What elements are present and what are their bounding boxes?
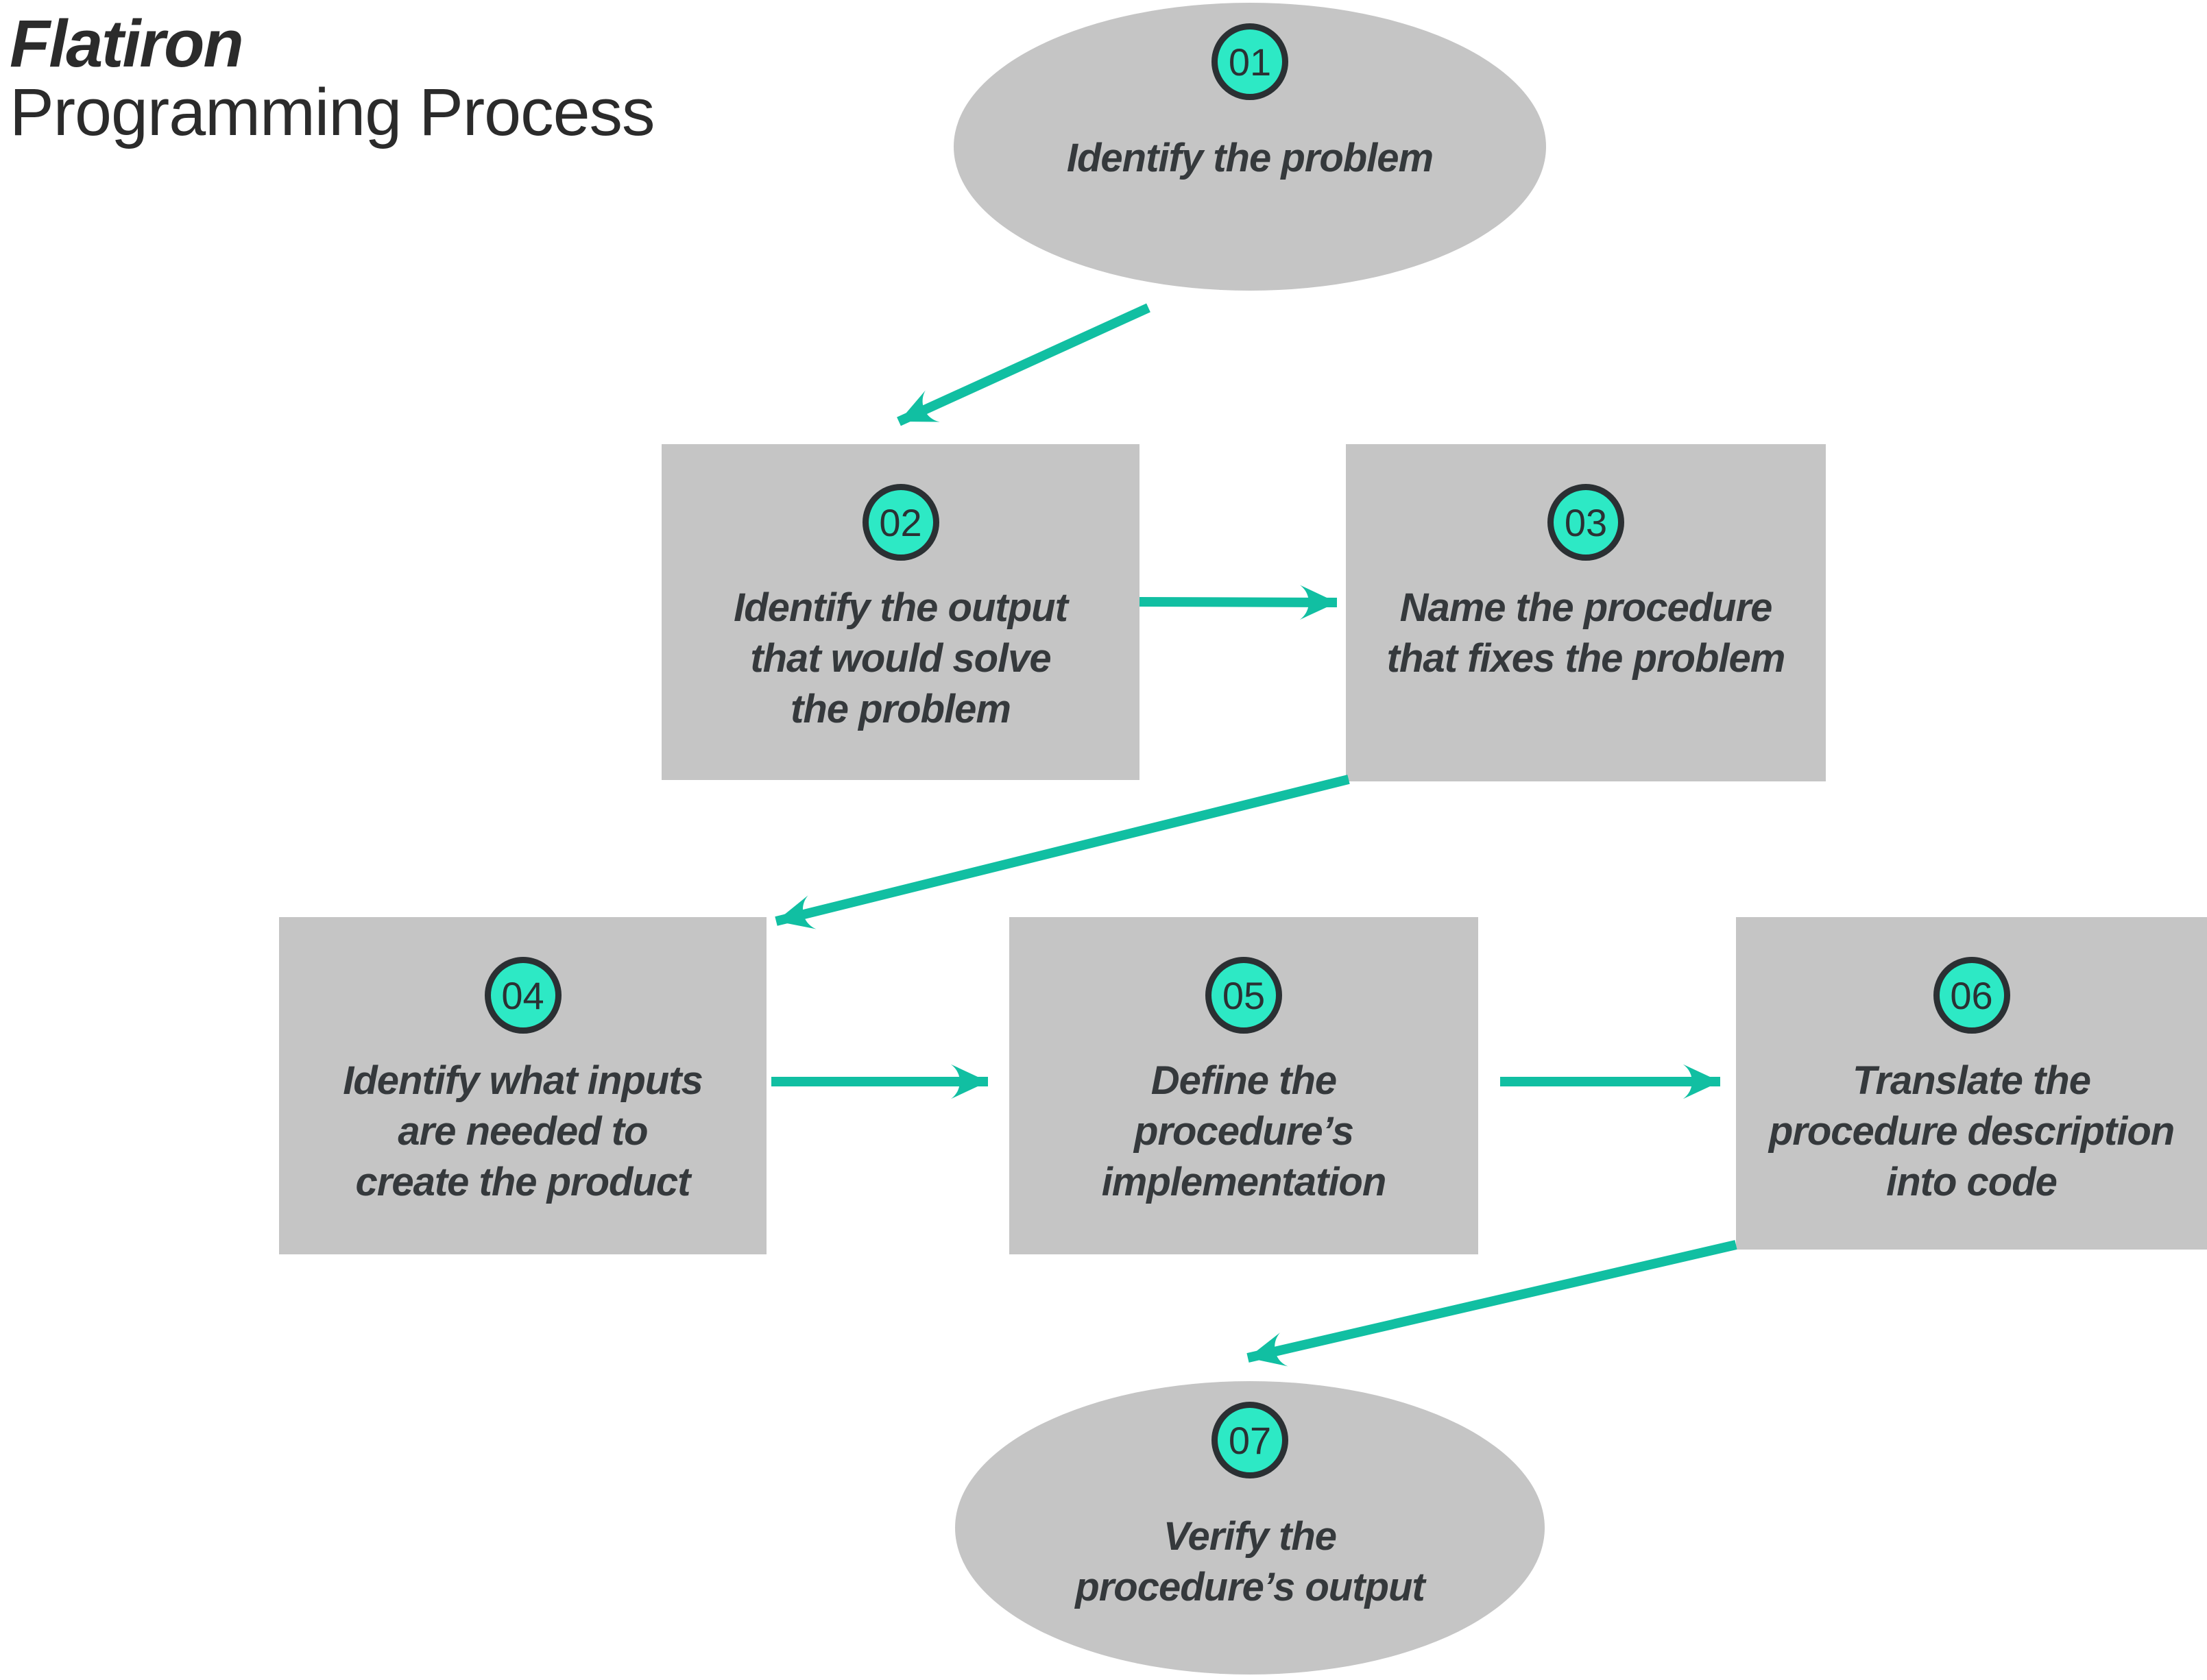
node-text: Verify the procedure’s output xyxy=(1075,1511,1425,1613)
step-number-badge: 01 xyxy=(1211,23,1288,100)
step-number: 01 xyxy=(1228,40,1272,84)
step-number: 07 xyxy=(1228,1418,1272,1462)
step-number: 06 xyxy=(1950,973,1993,1017)
node-text-line: Verify the xyxy=(1163,1514,1337,1559)
node-07-verify-output: 07 Verify the procedure’s output xyxy=(955,1381,1545,1675)
page-title: Programming Process xyxy=(10,75,655,149)
node-text-line: Translate the xyxy=(1853,1058,2091,1103)
node-01-identify-problem: 01 Identify the problem xyxy=(954,3,1546,291)
node-text: Identify what inputs are needed to creat… xyxy=(343,1056,703,1208)
node-text-line: Define the xyxy=(1150,1058,1337,1103)
brand-name: Flatiron xyxy=(10,6,244,81)
node-text-line: Identify what inputs xyxy=(343,1058,703,1103)
node-text: Define the procedure’s implementation xyxy=(1101,1056,1387,1208)
node-text-line: that fixes the problem xyxy=(1386,636,1786,681)
node-text: Name the procedure that fixes the proble… xyxy=(1386,583,1786,684)
node-text-line: procedure’s xyxy=(1134,1109,1354,1154)
step-number: 04 xyxy=(501,973,544,1017)
node-text-line: implementation xyxy=(1101,1160,1387,1204)
arrow-03-to-04 xyxy=(775,775,1350,929)
node-text-line: the problem xyxy=(791,687,1011,731)
node-06-translate-code: 06 Translate the procedure description i… xyxy=(1736,917,2207,1250)
node-text-line: Identify the output xyxy=(734,585,1068,630)
node-text-line: procedure description xyxy=(1768,1109,2175,1154)
node-text-line: Name the procedure xyxy=(1399,585,1773,630)
step-number-badge: 02 xyxy=(862,484,939,561)
step-number: 02 xyxy=(879,500,922,544)
node-text-line: create the product xyxy=(355,1160,690,1204)
node-05-define-implementation: 05 Define the procedure’s implementation xyxy=(1009,917,1478,1254)
page-header: Flatiron Programming Process xyxy=(10,10,655,147)
node-text: Identify the output that would solve the… xyxy=(734,583,1068,735)
node-text: Identify the problem xyxy=(1066,133,1434,184)
node-02-identify-output: 02 Identify the output that would solve … xyxy=(662,444,1139,780)
node-text-line: Identify the problem xyxy=(1066,136,1434,180)
step-number-badge: 06 xyxy=(1933,957,2010,1034)
step-number-badge: 05 xyxy=(1205,957,1282,1034)
step-number-badge: 04 xyxy=(484,957,562,1034)
node-text-line: are needed to xyxy=(398,1109,648,1154)
arrow-06-to-07 xyxy=(1246,1240,1737,1367)
node-03-name-procedure: 03 Name the procedure that fixes the pro… xyxy=(1346,444,1826,781)
node-text: Translate the procedure description into… xyxy=(1768,1056,2175,1208)
node-text-line: that would solve xyxy=(750,636,1051,681)
arrow-01-to-02 xyxy=(897,303,1150,426)
node-04-identify-inputs: 04 Identify what inputs are needed to cr… xyxy=(279,917,767,1254)
step-number-badge: 07 xyxy=(1211,1402,1288,1478)
step-number: 05 xyxy=(1222,973,1266,1017)
node-text-line: procedure’s output xyxy=(1075,1565,1425,1609)
node-text-line: into code xyxy=(1886,1160,2058,1204)
step-number: 03 xyxy=(1564,500,1608,544)
step-number-badge: 03 xyxy=(1547,484,1624,561)
